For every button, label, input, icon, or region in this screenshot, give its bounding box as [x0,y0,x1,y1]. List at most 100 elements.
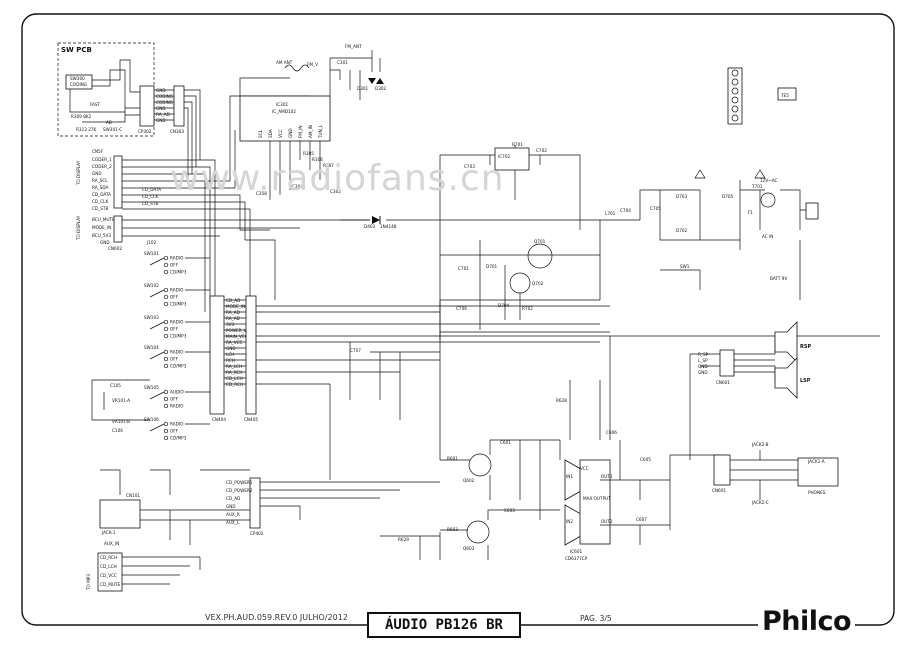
aux-input-block: JACK-1 AUX_IN CN101 [99,469,250,546]
switch-contact [163,356,169,362]
svg-text:R313 27K: R313 27K [76,127,97,132]
svg-text:T701: T701 [751,184,763,189]
stack-pin-circle [731,69,739,77]
cp302-pin-label: GND [156,106,166,111]
stack-pin-circle [731,114,739,122]
cn404-pin-label: MAIN_VCC [226,334,248,339]
svg-text:IC_AMD102: IC_AMD102 [272,109,296,114]
sw-pcb-title: SW PCB [61,46,92,54]
svg-text:GND: GND [100,240,110,245]
switch-contact [163,349,169,355]
switch-position-label: CD/MP3 [170,334,187,339]
svg-text:D702: D702 [676,228,688,233]
svg-text:BCU_5V3: BCU_5V3 [92,233,111,238]
cn404-pin-label: RCH [226,358,235,363]
svg-text:CODING: CODING [70,82,87,87]
schematic-title-text: ÁUDIO PB126 BR [384,617,503,633]
switch-contact [163,269,169,275]
svg-text:JACK2-B: JACK2-B [751,442,769,447]
svg-text:PHONES: PHONES [808,490,826,495]
svg-text:C301: C301 [337,60,348,65]
cn405-connector: CN405 [224,295,880,422]
svg-text:D403: D403 [364,224,376,229]
svg-text:D302: D302 [375,86,387,91]
svg-text:D703: D703 [676,194,688,199]
switch-contact [163,326,169,332]
svg-text:L701: L701 [605,211,616,216]
svg-text:VR101-B: VR101-B [112,419,130,424]
switch-position-label: RADIO [170,350,184,355]
svg-text:C106: C106 [112,428,123,433]
mp3-pin-label: CD_RCH [100,555,117,560]
document-reference: VEX.PH.AUD.059.REV.0 JULHO/2012 [205,613,348,622]
svg-text:OUT1: OUT1 [601,474,613,479]
svg-text:CN404: CN404 [212,417,226,422]
switch-position-label: RADIO [170,320,184,325]
svg-text:D705: D705 [722,194,734,199]
svg-text:CP402: CP402 [250,531,264,536]
switch-position-label: RADIO [170,256,184,261]
ic301-pin-label: SDA [268,129,273,138]
svg-text:R307: R307 [323,163,334,168]
cn404-connector: CD_ADMODE_INRA_ADRA_AD3V3POWER_VCCMAIN_V… [209,295,252,422]
stack-pin-circle [731,105,739,113]
svg-text:BATT 9V: BATT 9V [770,276,787,281]
svg-text:C705: C705 [650,206,661,211]
stack-pin-circle [731,87,739,95]
cn404-pin-label: CD_LCH [226,376,243,381]
svg-text:IC601: IC601 [570,549,582,554]
right-speaker-icon [774,321,798,363]
svg-text:CN601: CN601 [716,380,730,385]
switch-position-label: OFF [170,397,179,402]
switch-ref-label: SW105 [144,385,159,390]
cn5f-pin-label: RA_SDA [92,185,109,190]
svg-text:CN101: CN101 [126,493,140,498]
philco-logo: Philco [758,606,856,637]
ic301-pin-label: FM_IN [298,126,303,138]
cn5f-pin-label: CD_STB [92,206,108,211]
switch-contact [163,396,169,402]
svg-text:C601: C601 [500,440,511,445]
switch-position-label: CD/MP3 [170,302,187,307]
svg-text:C707: C707 [350,348,361,353]
switch-position-label: OFF [170,327,179,332]
ic301-pin-label: TUN_L [318,124,323,139]
switch-contact [163,403,169,409]
svg-text:CD6377CP: CD6377CP [565,556,588,561]
bcu-connector-block: BCU_MUTE MODE_IN BCU_5V3 GND CN602 J102 … [76,215,370,251]
svg-text:FM_ANT: FM_ANT [345,44,362,49]
switch-contact [163,333,169,339]
svg-text:TO DISPLAY: TO DISPLAY [76,160,81,186]
power-amp-block: IC601 CD6377CP VCC MAX OUTPUT OUT1 OUT2 … [380,336,720,561]
bus-label-clk: CD_CLK [142,194,158,199]
svg-text:TE5: TE5 [780,93,789,98]
switch-contact [163,428,169,434]
svg-text:Q701: Q701 [534,239,546,244]
svg-text:AC IN: AC IN [762,234,773,239]
cn5f-pin-label: CD_CLK [92,199,108,204]
page-number: PAG. 3/5 [580,614,612,623]
speaker-pin-label: GND [698,364,708,369]
cn404-pin-label: MODE_IN [226,304,245,309]
svg-text:D704: D704 [498,303,510,308]
cn404-pin-label: RA_AD [226,316,240,321]
svg-text:CP302: CP302 [138,129,152,134]
top-right-connector-stack: TE5 [727,67,797,125]
svg-text:R628: R628 [556,398,567,403]
switch-ref-label: SW106 [144,417,159,422]
svg-text:IN2: IN2 [566,519,573,524]
svg-text:OUT2: OUT2 [601,519,613,524]
svg-text:CN602: CN602 [108,246,122,251]
watermark-text: www.radiofans.cn [170,158,505,199]
switch-position-label: OFF [170,357,179,362]
svg-text:R305: R305 [303,151,314,156]
svg-text:C607: C607 [636,517,647,522]
svg-text:MAX OUTPUT: MAX OUTPUT [583,496,611,501]
cn5f-connector: CN5F CODER_1CODER_2GNDRA_SCLRA_SDACD_DAT… [76,149,161,211]
